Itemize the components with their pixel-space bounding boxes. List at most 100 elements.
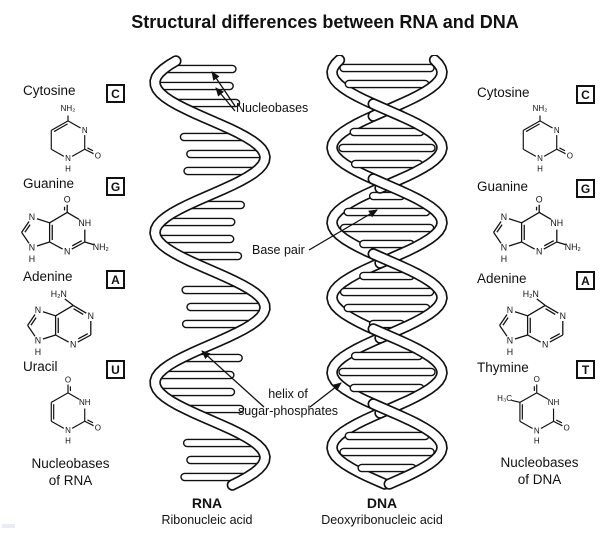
atom-label: O (95, 423, 101, 432)
bond (536, 298, 546, 306)
bond (514, 311, 528, 317)
annotation-arrow (308, 209, 378, 251)
double-bond (502, 317, 509, 326)
cytosine-letter-box-right: C (576, 85, 595, 104)
atom-label: O (536, 195, 543, 205)
annotation-arrow (309, 382, 342, 408)
helix-front-strands (149, 55, 448, 491)
bond (67, 120, 81, 129)
bond (527, 304, 546, 317)
dna-full-name: Deoxyribonucleic acid (321, 513, 443, 527)
double-bond (73, 308, 84, 315)
base-rung (344, 431, 430, 441)
double-bond (24, 224, 31, 233)
sugar-phosphate-annotation: helix of sugar-phosphates (237, 387, 339, 418)
atom-label: N (65, 154, 71, 163)
annotation-arrow (215, 87, 236, 112)
bond (84, 148, 94, 155)
bond (499, 314, 508, 326)
bond (66, 211, 80, 220)
bond (521, 241, 535, 250)
bond (55, 334, 69, 343)
atom-label: N (29, 212, 35, 222)
atom-label: H (537, 164, 543, 172)
bond (519, 420, 533, 430)
atom-label: N (29, 243, 35, 253)
bond (508, 218, 522, 224)
uracil-letter-box: U (106, 360, 125, 379)
atom-label: N (501, 212, 507, 222)
base-rung (350, 159, 424, 169)
bond (522, 148, 537, 157)
bond (77, 334, 92, 343)
base-rung (338, 367, 436, 377)
adenine-name-left: Adenine (23, 269, 73, 284)
atom-label: O (95, 151, 101, 160)
atom-label: O (534, 375, 540, 384)
atom-label: N (65, 426, 71, 435)
cytosine-letter: C (581, 87, 590, 102)
bond (42, 334, 56, 340)
cytosine-name-left: Cytosine (23, 83, 76, 98)
bond (544, 304, 559, 314)
atom-label: N (70, 340, 76, 350)
atom-label: NH (78, 218, 91, 228)
bond (519, 392, 538, 403)
atom-label: N (35, 336, 41, 346)
bond (27, 325, 36, 337)
bond (36, 218, 50, 224)
atom-label: N (82, 126, 88, 135)
bond (543, 241, 558, 250)
guanine-name-right: Guanine (477, 179, 529, 194)
guanine-name-left: Guanine (23, 176, 75, 191)
double-bond (496, 224, 503, 233)
atom-label: N (507, 305, 513, 315)
bond (36, 241, 50, 247)
thymine-letter-box: T (576, 360, 595, 379)
guanine-letter: G (580, 181, 591, 196)
atom-label: N (560, 311, 566, 321)
rna-full-name: Ribonucleic acid (161, 513, 253, 527)
double-bond (87, 147, 94, 152)
guanine-letter-box-left: G (106, 177, 125, 196)
bond (527, 334, 541, 343)
helix-drawing (149, 55, 448, 491)
base-rung (156, 234, 235, 244)
base-rung (339, 63, 435, 73)
bond (556, 148, 566, 155)
cytosine-name-right: Cytosine (477, 85, 530, 100)
base-rung (344, 79, 430, 89)
guanine-letter-box-right: G (576, 179, 595, 198)
bond (27, 314, 36, 326)
double-bond (53, 123, 68, 133)
bond (84, 241, 94, 246)
adenine-name-right: Adenine (477, 271, 527, 286)
adenine-letter-box-left: A (106, 270, 125, 289)
guanine-letter: G (110, 179, 121, 194)
bond (21, 221, 30, 233)
bond (71, 148, 86, 157)
thymine-letter: T (581, 362, 590, 377)
base-rung (339, 223, 435, 233)
bond (553, 420, 563, 427)
rna-abbr-label: RNA (191, 495, 223, 511)
uracil-name: Uracil (23, 359, 58, 374)
double-bond (87, 419, 94, 424)
bond (508, 241, 522, 247)
atom-label: NH (79, 398, 91, 407)
atom-label: N (554, 126, 560, 135)
bond (511, 399, 521, 403)
dna-footer: Nucleobases of DNA (500, 455, 579, 488)
bond (72, 304, 87, 314)
double-bond (30, 317, 37, 326)
double-bond (555, 419, 563, 424)
atom-label: NH₂ (533, 104, 548, 113)
atom-label: H (501, 254, 507, 264)
